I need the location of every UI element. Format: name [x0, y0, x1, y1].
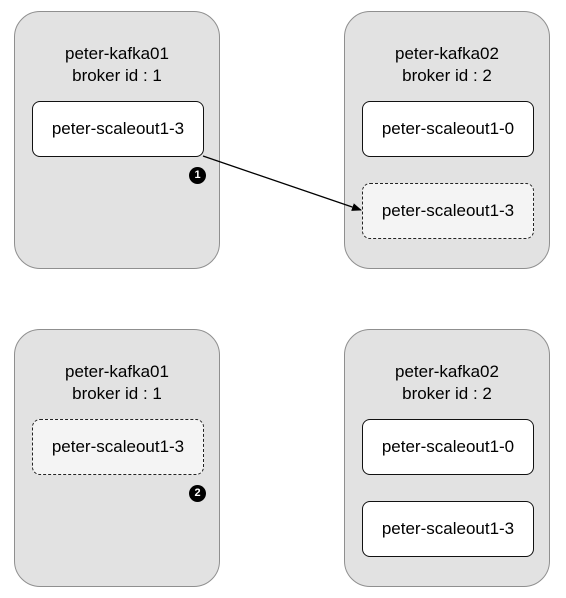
broker-box-kafka01-bottom: peter-kafka01 broker id : 1 peter-scaleo… — [14, 329, 220, 587]
reassignment-arrow — [202, 155, 362, 211]
broker-name: peter-kafka02 — [395, 44, 499, 63]
broker-id-label: broker id : 1 — [72, 66, 162, 85]
broker-box-kafka01-top: peter-kafka01 broker id : 1 peter-scaleo… — [14, 11, 220, 269]
partition-box: peter-scaleout1-3 — [32, 101, 204, 157]
broker-id-label: broker id : 2 — [402, 384, 492, 403]
partition-box: peter-scaleout1-0 — [362, 419, 534, 475]
partition-box-removed: peter-scaleout1-3 — [32, 419, 204, 475]
step-2-marker: 2 — [189, 485, 206, 502]
partition-box: peter-scaleout1-3 — [362, 501, 534, 557]
partition-box-moving: peter-scaleout1-3 — [362, 183, 534, 239]
step-1-marker: 1 — [189, 167, 206, 184]
broker-name: peter-kafka01 — [65, 44, 169, 63]
partition-box: peter-scaleout1-0 — [362, 101, 534, 157]
broker-box-kafka02-top: peter-kafka02 broker id : 2 peter-scaleo… — [344, 11, 550, 269]
broker-box-kafka02-bottom: peter-kafka02 broker id : 2 peter-scaleo… — [344, 329, 550, 587]
broker-id-label: broker id : 2 — [402, 66, 492, 85]
broker-id-label: broker id : 1 — [72, 384, 162, 403]
broker-name: peter-kafka02 — [395, 362, 499, 381]
broker-name: peter-kafka01 — [65, 362, 169, 381]
